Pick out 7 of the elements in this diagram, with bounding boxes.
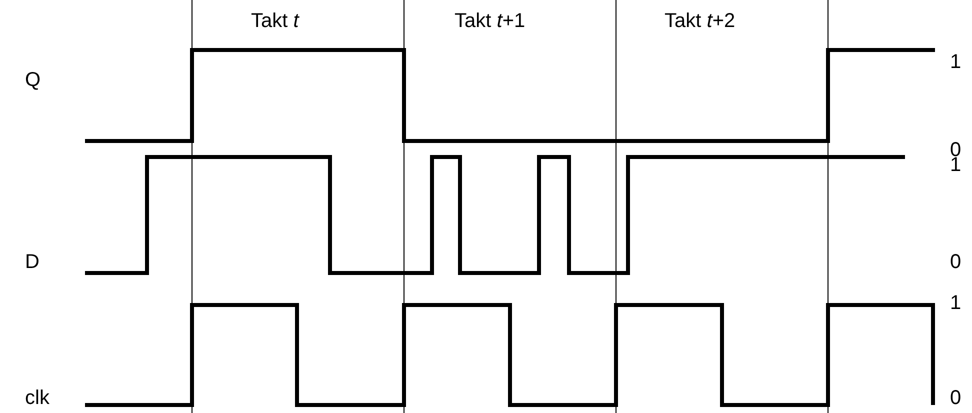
signal-label: Q	[25, 69, 41, 91]
level-label: 1	[950, 292, 962, 314]
signal-label: clk	[25, 387, 50, 409]
signal-label: D	[25, 251, 40, 273]
level-label: 0	[950, 251, 962, 273]
level-label: 1	[950, 51, 962, 73]
level-label: 0	[950, 387, 962, 409]
